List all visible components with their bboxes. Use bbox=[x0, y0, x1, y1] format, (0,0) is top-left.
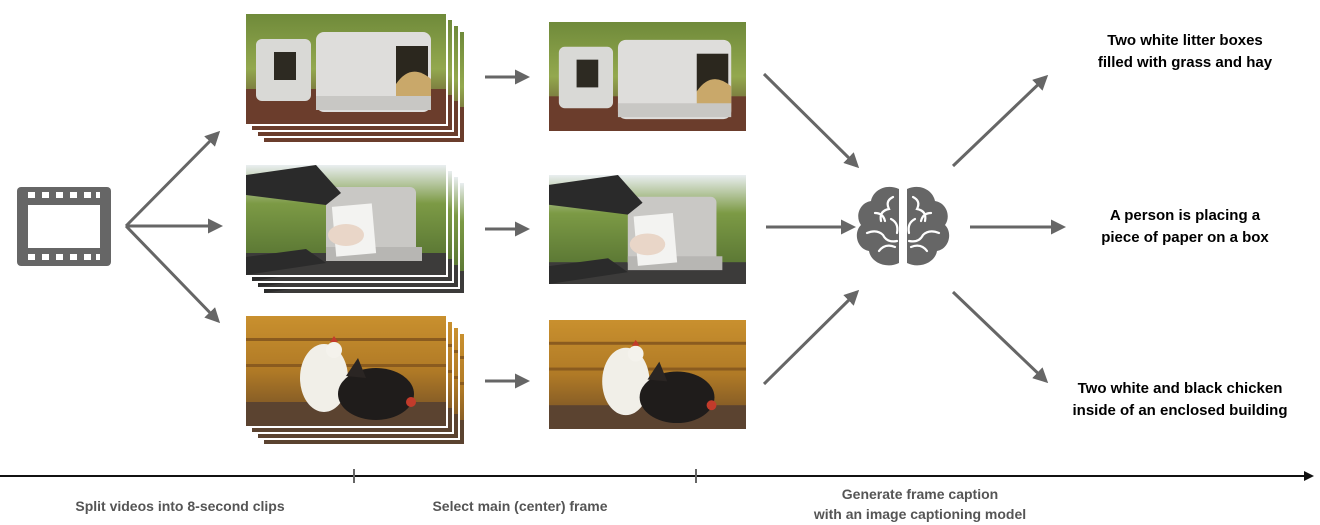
timeline bbox=[0, 469, 1314, 483]
step-generate-line-1: Generate frame caption bbox=[841, 486, 999, 502]
center-frame-2 bbox=[549, 175, 746, 284]
arrow-to-clip1 bbox=[124, 130, 221, 228]
caption-clip-1-line-1: Two white litter boxes bbox=[1107, 32, 1263, 49]
caption-clip-1: Two white litter boxes filled with grass… bbox=[1060, 30, 1310, 74]
caption-model-arrows bbox=[762, 72, 860, 386]
clip-stack-1 bbox=[244, 12, 466, 144]
output-arrows bbox=[951, 74, 1066, 384]
caption-clip-1-line-2: filled with grass and hay bbox=[1097, 54, 1273, 71]
clip-stack-2 bbox=[244, 163, 466, 295]
step-generate-label: Generate frame caption with an image cap… bbox=[740, 484, 1100, 524]
caption-clip-2: A person is placing a piece of paper on … bbox=[1060, 205, 1310, 249]
step-generate-line-2: with an image captioning model bbox=[813, 506, 1027, 522]
caption-clip-3-line-1: Two white and black chicken bbox=[1077, 380, 1283, 397]
film-strip-icon bbox=[17, 187, 111, 266]
caption-clip-3-line-2: inside of an enclosed building bbox=[1072, 402, 1288, 419]
caption-clip-2-line-1: A person is placing a bbox=[1109, 207, 1261, 224]
clip-stack-3 bbox=[244, 314, 466, 446]
brain-icon bbox=[856, 186, 950, 266]
center-frame-3 bbox=[549, 320, 746, 429]
arrow-model-3 bbox=[762, 289, 860, 386]
caption-clip-3: Two white and black chicken inside of an… bbox=[1045, 378, 1315, 422]
arrow-to-clip3 bbox=[124, 224, 221, 324]
caption-clip-2-line-2: piece of paper on a box bbox=[1101, 229, 1269, 246]
step-split-label: Split videos into 8-second clips bbox=[75, 498, 285, 514]
arrow-caption-3 bbox=[951, 290, 1049, 384]
step-select-label: Select main (center) frame bbox=[432, 498, 608, 514]
split-arrows bbox=[124, 130, 223, 324]
select-arrows bbox=[485, 69, 530, 389]
arrow-caption-1 bbox=[951, 74, 1049, 168]
arrow-model-1 bbox=[762, 72, 860, 169]
center-frame-1 bbox=[549, 22, 746, 131]
